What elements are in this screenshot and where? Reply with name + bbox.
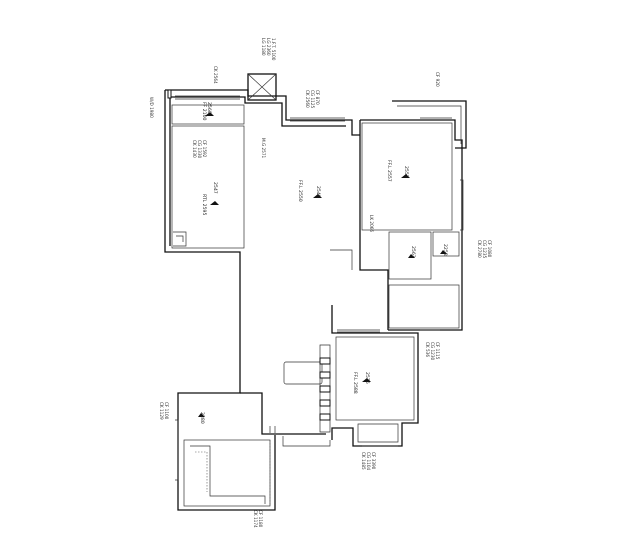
- label-tl-window: W/D 1980: [149, 97, 154, 118]
- label-bottom-3: CF 3390: [371, 452, 376, 470]
- level-bath-b: 2258: [442, 244, 448, 256]
- label-duct-2: LG 2360: [266, 38, 271, 56]
- label-left-1: CK 1129: [159, 402, 164, 420]
- level-markers: [198, 112, 447, 417]
- utility-room: [388, 284, 460, 329]
- label-bed-left-1: CK 1430: [192, 140, 197, 158]
- label-top-center-3: CF 870: [315, 90, 320, 105]
- ff-room-a: FF 2100: [201, 102, 207, 121]
- label-top-center-1: CK 2560: [305, 90, 310, 108]
- ff-room-right: FF.L 2557: [386, 160, 392, 182]
- bath-left: [388, 231, 432, 280]
- level-room-right: 2557: [403, 166, 409, 178]
- label-lk: LK 2066: [369, 215, 374, 232]
- label-corner-2: CF 1180: [258, 510, 263, 528]
- wardrobe-top: [171, 104, 245, 125]
- label-corner-1: CK 1174: [253, 510, 258, 528]
- bedroom-left: [171, 125, 245, 249]
- label-mid-right-2: CG 1230: [430, 342, 435, 360]
- label-top-window: CK 2564: [213, 66, 218, 84]
- level-kitchen: 2576: [364, 372, 370, 384]
- label-top-right: CF 920: [435, 72, 440, 87]
- kitchen: [335, 336, 415, 421]
- label-right-3: CF 1080: [487, 240, 492, 258]
- level-room-a: 2560: [206, 102, 212, 114]
- level-bed-left: 2547: [212, 182, 218, 194]
- label-bed-left-2: CG 1330: [197, 140, 202, 158]
- bath-right: [432, 231, 460, 257]
- label-mid-right-3: CF 1115: [435, 342, 440, 360]
- label-top-center-2: CG 1125: [310, 90, 315, 108]
- level-bath-a: 2563: [410, 246, 416, 258]
- ff-living: FF.L 2550: [297, 180, 303, 202]
- annotations: W/D 1980 CK 2564 LG 1180 LG 2360 1.F.T. …: [149, 38, 492, 528]
- label-duct-1: LG 1180: [261, 38, 266, 56]
- kitchen-balcony: [357, 423, 399, 443]
- level-living: 2548: [315, 186, 321, 198]
- label-right-2: CG 1235: [482, 240, 487, 258]
- label-mid-right-1: CK 536: [425, 342, 430, 357]
- label-bottom-2: CG 1104: [366, 452, 371, 470]
- label-duct-3: 1.F.T. 5100: [271, 38, 276, 61]
- exterior-walls: [164, 89, 467, 511]
- windows: [167, 89, 464, 481]
- level-bottom: 2380: [199, 412, 205, 424]
- bedroom-right: [361, 122, 453, 231]
- bed-symbol: [173, 231, 187, 247]
- ff-kitchen: FF.L 2588: [352, 372, 358, 394]
- label-bottom-1: CK 1485: [361, 452, 366, 470]
- ff-bed-left: RTL 2595: [201, 194, 207, 215]
- shaft-box: [247, 73, 277, 101]
- label-bed-left-3: CF 1592: [202, 140, 207, 158]
- label-living-mid: M.G 2571: [261, 138, 266, 159]
- kitchen-fixtures: [283, 344, 331, 433]
- label-right-1: CK 2780: [477, 240, 482, 258]
- label-left-2: CF 1100: [164, 402, 169, 420]
